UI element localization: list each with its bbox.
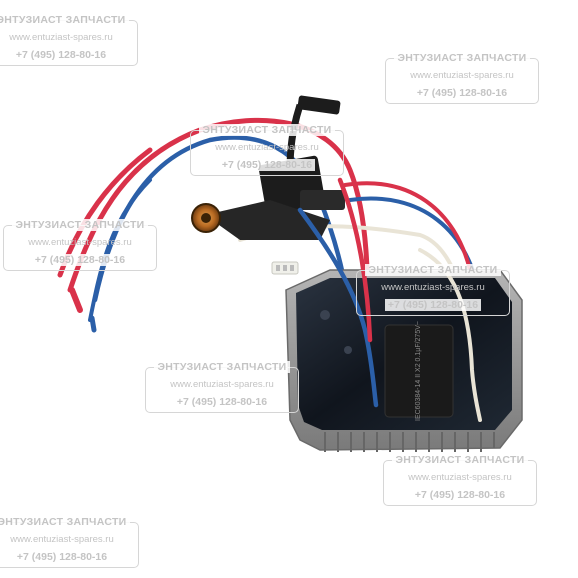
watermark-phone: +7 (495) 128-80-16 [413,87,511,99]
watermark-url: www.entuziast-spares.ru [410,70,514,81]
red-wire-front [337,177,373,343]
blue-wire-front [297,207,379,408]
watermark-phone: +7 (495) 128-80-16 [13,551,111,563]
watermark: ЭНТУЗИАСТ ЗАПЧАСТИ www.entuziast-spares.… [383,454,537,506]
watermark: ЭНТУЗИАСТ ЗАПЧАСТИ www.entuziast-spares.… [356,264,510,316]
watermark-phone: +7 (495) 128-80-16 [173,396,271,408]
red-wire-stub [69,287,83,313]
watermark-title: ЭНТУЗИАСТ ЗАПЧАСТИ [154,361,290,373]
watermark-phone: +7 (495) 128-80-16 [411,489,509,501]
watermark: ЭНТУЗИАСТ ЗАПЧАСТИ www.entuziast-spares.… [385,52,539,104]
blue-wire-stub [89,315,97,333]
sensor-coil [191,203,221,233]
watermark-phone: +7 (495) 128-80-16 [12,49,110,61]
blue-wire-short [88,178,152,322]
watermark-url: www.entuziast-spares.ru [28,237,132,248]
watermark: ЭНТУЗИАСТ ЗАПЧАСТИ www.entuziast-spares.… [190,124,344,176]
watermark: ЭНТУЗИАСТ ЗАПЧАСТИ www.entuziast-spares.… [145,361,299,413]
watermark-url: www.entuziast-spares.ru [9,32,113,43]
watermark: ЭНТУЗИАСТ ЗАПЧАСТИ www.entuziast-spares.… [3,219,157,271]
watermark-phone: +7 (495) 128-80-16 [218,159,316,171]
capacitor-marking: IEC60384-14 II X2 0.1µF/275V~ [415,321,422,421]
watermark-title: ЭНТУЗИАСТ ЗАПЧАСТИ [394,52,530,64]
watermark-url: www.entuziast-spares.ru [408,472,512,483]
watermark: ЭНТУЗИАСТ ЗАПЧАСТИ www.entuziast-spares.… [0,14,138,66]
watermark-phone: +7 (495) 128-80-16 [31,254,129,266]
watermark-url: www.entuziast-spares.ru [215,142,319,153]
watermark-title: ЭНТУЗИАСТ ЗАПЧАСТИ [365,264,501,276]
watermark-title: ЭНТУЗИАСТ ЗАПЧАСТИ [392,454,528,466]
watermark-url: www.entuziast-spares.ru [381,282,485,293]
capacitor: IEC60384-14 II X2 0.1µF/275V~ [384,321,454,421]
black-wire-connector [297,95,341,115]
watermark-phone: +7 (495) 128-80-16 [384,299,482,311]
watermark-title: ЭНТУЗИАСТ ЗАПЧАСТИ [0,516,130,528]
jst-connector [271,261,299,275]
watermark-title: ЭНТУЗИАСТ ЗАПЧАСТИ [12,219,148,231]
watermark-url: www.entuziast-spares.ru [10,534,114,545]
watermark-title: ЭНТУЗИАСТ ЗАПЧАСТИ [199,124,335,136]
switch-tab [300,190,345,210]
heatsink-fins [324,432,495,452]
watermark-url: www.entuziast-spares.ru [170,379,274,390]
watermark: ЭНТУЗИАСТ ЗАПЧАСТИ www.entuziast-spares.… [0,516,139,568]
watermark-title: ЭНТУЗИАСТ ЗАПЧАСТИ [0,14,129,26]
red-wire-long [67,117,371,373]
